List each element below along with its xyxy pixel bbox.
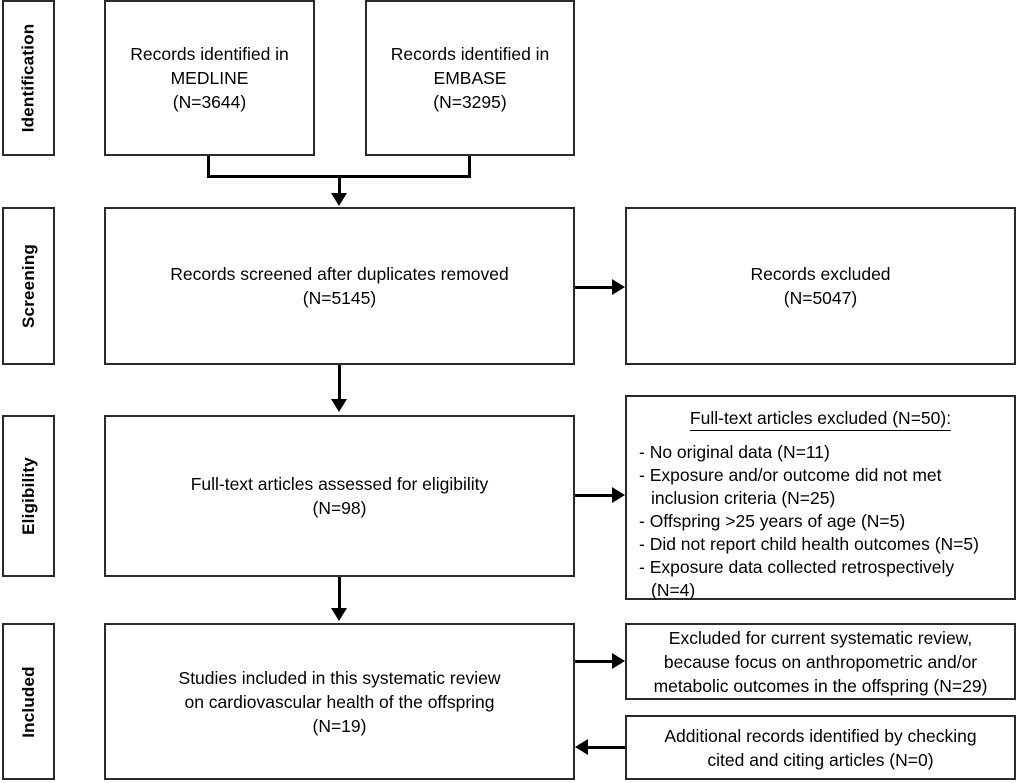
- box-fulltext-excluded: Full-text articles excluded (N=50): - No…: [625, 395, 1016, 600]
- stage-label-identification-text: Identification: [18, 23, 38, 133]
- list-item: - Offspring >25 years of age (N=5): [639, 511, 906, 531]
- box-records-screened-text: Records screened after duplicates remove…: [170, 264, 509, 308]
- box-studies-included-text: Studies included in this systematic revi…: [178, 667, 501, 736]
- list-item: - Did not report child health outcomes (…: [639, 534, 979, 554]
- fulltext-excluded-heading-text: Full-text articles excluded (N=50):: [689, 408, 952, 431]
- stage-label-identification: Identification: [2, 0, 55, 156]
- stage-label-eligibility-text: Eligibility: [18, 457, 38, 535]
- box-fulltext-assessed-text: Full-text articles assessed for eligibil…: [190, 474, 489, 518]
- box-records-identified-embase: Records identified in EMBASE (N=3295): [365, 0, 575, 156]
- arrow-eligibility-to-fulltext-excluded: [612, 487, 625, 503]
- connector-embase-drop: [468, 156, 471, 178]
- list-item: - No original data (N=11): [639, 442, 830, 462]
- box-additional-records: Additional records identified by checkin…: [625, 715, 1016, 780]
- arrow-screening-to-excluded: [612, 279, 625, 295]
- connector-merge-to-screening-stem: [338, 178, 341, 196]
- connector-merge-bar: [207, 175, 471, 178]
- box-additional-records-text: Additional records identified by checkin…: [664, 725, 977, 770]
- stage-label-screening: Screening: [2, 207, 55, 365]
- box-studies-included: Studies included in this systematic revi…: [104, 623, 575, 780]
- stage-label-included: Included: [2, 623, 55, 780]
- connector-eligibility-to-included: [338, 577, 341, 611]
- list-item: - Exposure and/or outcome did not met in…: [639, 465, 942, 508]
- arrow-eligibility-to-included: [331, 608, 347, 621]
- arrow-included-to-excluded-current: [612, 653, 625, 669]
- connector-included-to-excluded-current: [575, 660, 615, 663]
- connector-eligibility-to-fulltext-excluded: [575, 494, 615, 497]
- fulltext-excluded-heading: Full-text articles excluded (N=50):: [639, 407, 1002, 431]
- connector-screening-to-eligibility: [338, 365, 341, 402]
- stage-label-screening-text: Screening: [18, 244, 38, 328]
- stage-label-eligibility: Eligibility: [2, 415, 55, 577]
- box-fulltext-assessed: Full-text articles assessed for eligibil…: [104, 415, 575, 577]
- connector-medline-drop: [207, 156, 210, 178]
- box-records-excluded: Records excluded (N=5047): [625, 207, 1016, 365]
- box-excluded-current-review: Excluded for current systematic review, …: [625, 623, 1016, 700]
- box-records-identified-medline: Records identified in MEDLINE (N=3644): [104, 0, 315, 156]
- list-item: - Exposure data collected retrospectivel…: [639, 557, 955, 600]
- connector-additional-to-included: [588, 746, 625, 749]
- arrow-additional-to-included: [575, 739, 588, 755]
- fulltext-excluded-reason-list: - No original data (N=11) - Exposure and…: [639, 441, 1002, 602]
- box-records-excluded-text: Records excluded (N=5047): [750, 264, 891, 308]
- arrow-merge-to-screening: [331, 193, 347, 206]
- arrow-screening-to-eligibility: [331, 399, 347, 412]
- box-records-identified-medline-text: Records identified in MEDLINE (N=3644): [130, 44, 289, 112]
- box-excluded-current-review-text: Excluded for current systematic review, …: [653, 627, 988, 696]
- connector-screening-to-excluded: [575, 286, 615, 289]
- box-records-screened: Records screened after duplicates remove…: [104, 207, 575, 365]
- box-records-identified-embase-text: Records identified in EMBASE (N=3295): [390, 44, 550, 112]
- stage-label-included-text: Included: [18, 665, 38, 738]
